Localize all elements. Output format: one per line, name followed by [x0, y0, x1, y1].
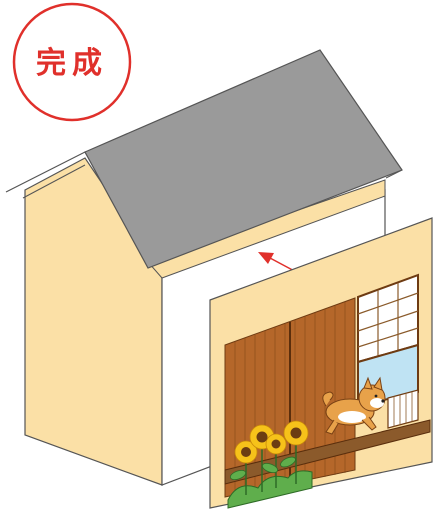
lattice-panel — [387, 389, 419, 429]
badge-label: 完成 — [36, 46, 108, 81]
completed-badge: 完成 — [12, 2, 132, 122]
sunflower-icon — [227, 420, 313, 509]
scene-card — [209, 217, 433, 509]
gable-trim-inner — [22, 164, 86, 199]
roof-ridge-edge — [385, 169, 403, 179]
shiba-dog-icon — [322, 376, 386, 435]
shoji-grid — [357, 283, 419, 357]
badge-circle — [12, 2, 132, 122]
